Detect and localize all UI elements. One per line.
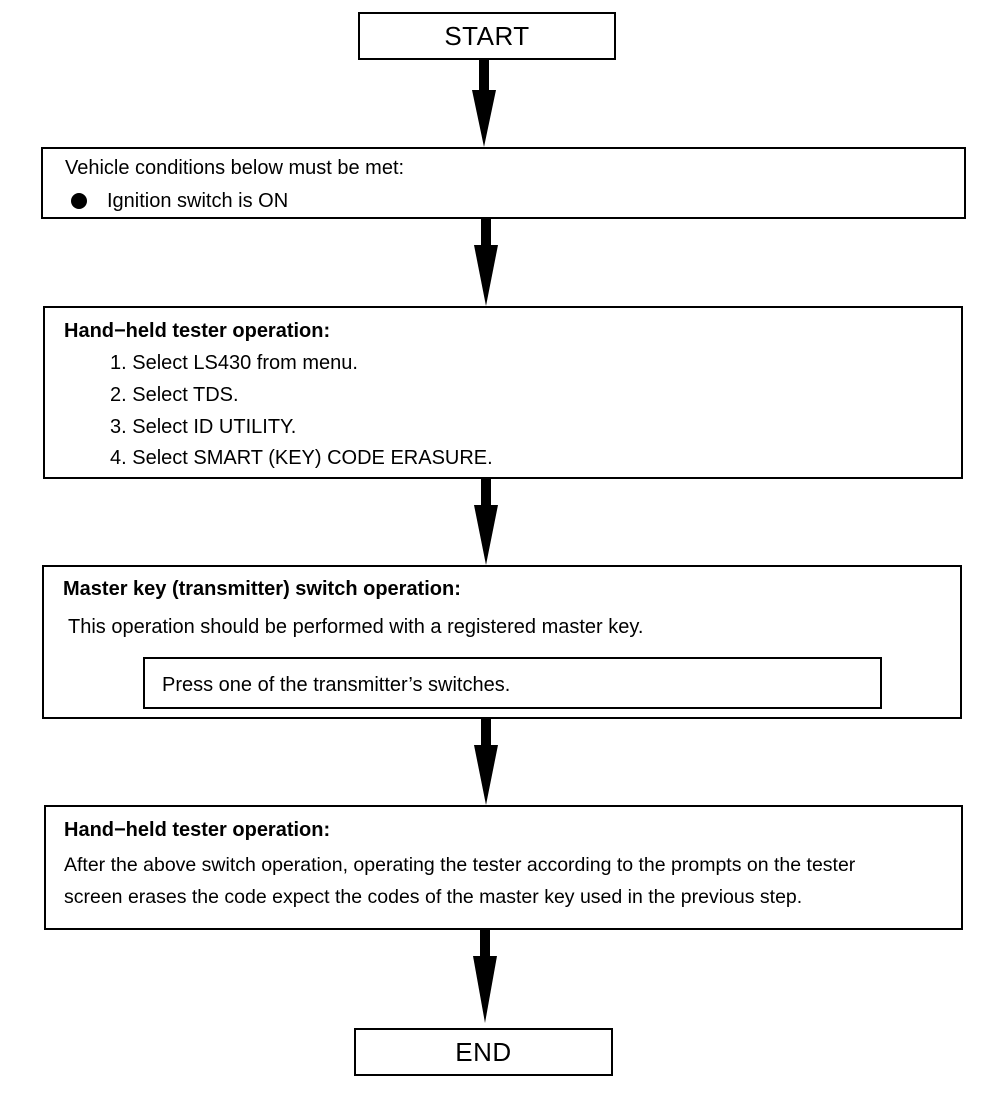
flow-arrow-3: [474, 479, 498, 565]
start-label: START: [444, 20, 530, 51]
tester-operation-heading: Hand−held tester operation:: [64, 320, 331, 342]
flow-arrow-4: [474, 719, 498, 805]
transmitter-action: Press one of the transmitter’s switches.: [162, 674, 511, 696]
tester-step-item: 3. Select ID UTILITY.: [110, 416, 297, 438]
flow-arrow-5: [473, 930, 497, 1023]
arrowhead-icon: [472, 90, 496, 147]
tester-erasure-text-line: screen erases the code expect the codes …: [64, 886, 803, 908]
ignition-condition: Ignition switch is ON: [107, 190, 289, 212]
master-key-heading: Master key (transmitter) switch operatio…: [63, 578, 461, 600]
flow-arrow-1: [472, 60, 496, 147]
tester-step-item: 4. Select SMART (KEY) CODE ERASURE.: [110, 447, 493, 469]
transmitter-action-box: Press one of the transmitter’s switches.: [143, 657, 882, 709]
tester-erasure-heading: Hand−held tester operation:: [64, 819, 331, 841]
end-label: END: [455, 1036, 512, 1067]
tester-erasure-box: Hand−held tester operation: After the ab…: [44, 805, 963, 930]
flow-arrow-2: [474, 219, 498, 306]
arrowhead-icon: [473, 956, 497, 1023]
end-terminal: END: [354, 1028, 613, 1076]
tester-operation-box: Hand−held tester operation: 1. Select LS…: [43, 306, 963, 479]
vehicle-conditions-box: Vehicle conditions below must be met: Ig…: [41, 147, 966, 219]
arrowhead-icon: [474, 745, 498, 805]
arrowhead-icon: [474, 505, 498, 565]
tester-step-item: 1. Select LS430 from menu.: [110, 352, 358, 374]
master-key-note: This operation should be performed with …: [68, 616, 644, 638]
tester-step-item: 2. Select TDS.: [110, 384, 239, 406]
vehicle-conditions-heading: Vehicle conditions below must be met:: [65, 157, 405, 179]
arrowhead-icon: [474, 245, 498, 306]
bullet-icon: [71, 193, 87, 209]
master-key-operation-box: Master key (transmitter) switch operatio…: [42, 565, 962, 719]
start-terminal: START: [358, 12, 616, 60]
tester-erasure-text-line: After the above switch operation, operat…: [64, 854, 856, 876]
